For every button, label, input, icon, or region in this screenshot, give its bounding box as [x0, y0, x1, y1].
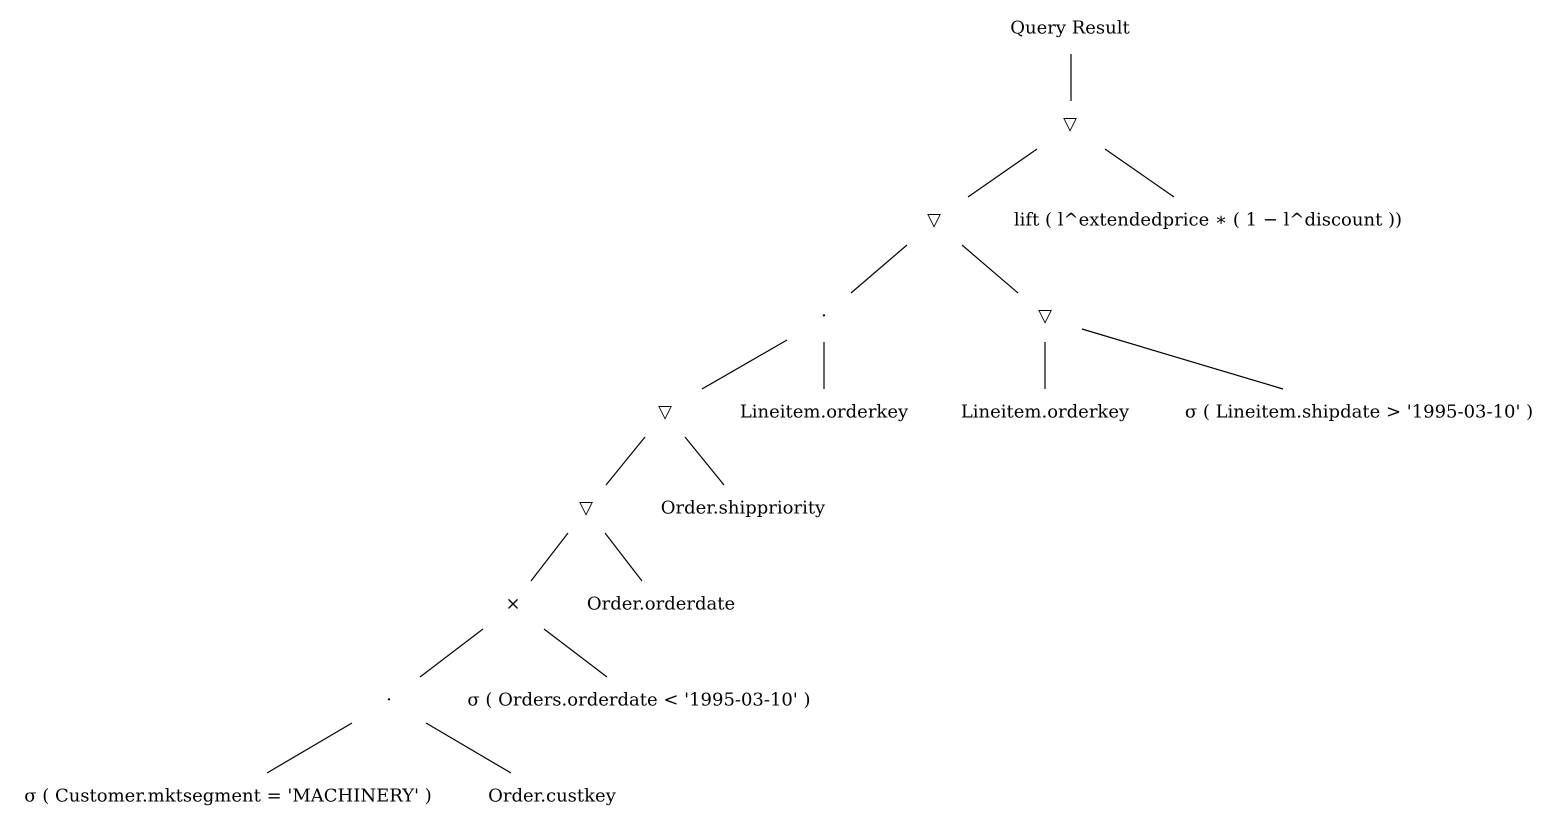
- node-sigma-mktsegment: σ ( Customer.mktsegment = 'MACHINERY' ): [24, 786, 432, 807]
- node-query-result: Query Result: [1010, 18, 1130, 39]
- node-cross: ×: [505, 594, 520, 615]
- node-join-1: ▽: [1063, 114, 1077, 135]
- edge-join-2-to-dot-1: [850, 244, 908, 294]
- node-sigma-shipdate: σ ( Lineitem.shipdate > '1995-03-10' ): [1185, 402, 1533, 423]
- node-join-5: ▽: [579, 498, 593, 519]
- edge-join-5-to-order-orderdate: [604, 532, 643, 582]
- node-lineitem-orderkey-1: Lineitem.orderkey: [740, 402, 909, 423]
- edge-join-4-to-order-shippriority: [684, 436, 725, 486]
- node-join-4: ▽: [658, 402, 672, 423]
- edges-layer: [266, 54, 1284, 774]
- edge-join-5-to-cross: [530, 532, 569, 582]
- edge-dot-2-to-order-custkey: [425, 722, 512, 774]
- edge-join-4-to-join-5: [605, 436, 646, 486]
- node-dot-2: ·: [386, 690, 392, 711]
- node-lineitem-orderkey-2: Lineitem.orderkey: [961, 402, 1130, 423]
- edge-join-1-to-lift: [1104, 148, 1175, 198]
- node-dot-1: ·: [821, 306, 827, 327]
- node-order-custkey: Order.custkey: [488, 786, 617, 807]
- edge-dot-2-to-sigma-mktsegment: [266, 722, 353, 774]
- node-order-orderdate: Order.orderdate: [587, 594, 735, 615]
- nodes-layer: Query Result ▽ ▽ lift ( l^extendedprice ∗ (…: [24, 18, 1533, 807]
- edge-join-3-to-sigma-shipdate: [1081, 328, 1284, 390]
- edge-join-2-to-join-3: [961, 244, 1019, 294]
- edge-cross-to-sigma-orderdate: [543, 628, 608, 678]
- edge-cross-to-dot-2: [419, 628, 484, 678]
- edge-join-1-to-join-2: [967, 148, 1038, 198]
- node-join-2: ▽: [927, 210, 941, 231]
- node-join-3: ▽: [1038, 306, 1052, 327]
- node-sigma-orderdate: σ ( Orders.orderdate < '1995-03-10' ): [467, 690, 810, 711]
- edge-dot-1-to-join-4: [701, 339, 788, 390]
- node-lift: lift ( l^extendedprice ∗ ( 1 − l^discoun…: [1014, 210, 1402, 231]
- node-order-shippriority: Order.shippriority: [661, 498, 826, 519]
